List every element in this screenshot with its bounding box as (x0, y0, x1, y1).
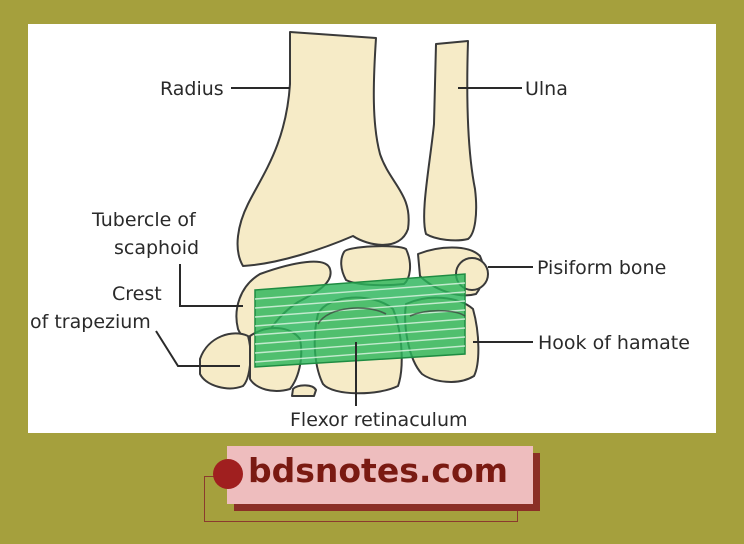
tubercle-leader (179, 264, 243, 307)
trapezium-bone (199, 332, 252, 390)
wrist-anatomy-diagram: Radius Ulna Tubercle of scaphoid Pisifor… (30, 31, 690, 431)
diagram-panel: Radius Ulna Tubercle of scaphoid Pisifor… (28, 24, 716, 433)
radius-label: Radius (160, 78, 224, 100)
flexor-retinaculum-label: Flexor retinaculum (290, 409, 468, 431)
brand-footer: bdsnotes.com (0, 440, 744, 530)
tubercle-label-line1: Tubercle of (91, 209, 197, 231)
brand-box (227, 446, 533, 504)
crest-label-line1: Crest (112, 283, 162, 305)
tubercle-label-line2: scaphoid (114, 237, 199, 259)
crest-leader (155, 330, 240, 367)
flexor-retinaculum-band (254, 273, 466, 368)
metacarpal-stub-1 (291, 384, 317, 397)
pisiform-label: Pisiform bone (537, 257, 666, 279)
hook-of-hamate-label: Hook of hamate (538, 332, 690, 354)
crest-label-line2: of trapezium (30, 311, 151, 333)
radius-bone (236, 31, 410, 267)
brand-dot-icon (213, 459, 243, 489)
brand-text: bdsnotes.com (248, 451, 509, 490)
ulna-label: Ulna (525, 78, 568, 100)
ulna-bone (423, 40, 478, 242)
